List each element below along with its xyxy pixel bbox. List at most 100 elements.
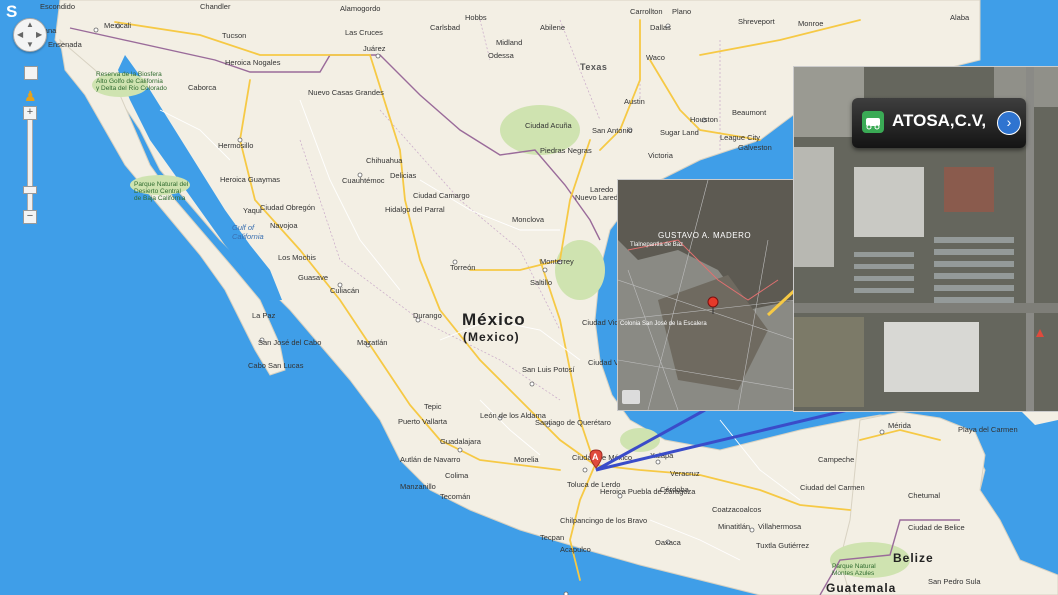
city-label-san-jose-cabo: San José del Cabo xyxy=(258,338,321,347)
pan-right-icon[interactable]: ▶ xyxy=(36,30,43,39)
satellite-inset[interactable]: ATOSA,C.V, › xyxy=(793,66,1058,412)
city-label-chilpancingo: Chilpancingo de los Bravo xyxy=(560,516,647,525)
zoom-in-button[interactable]: + xyxy=(23,106,37,120)
chevron-right-icon[interactable]: › xyxy=(997,111,1021,135)
city-label-delicias: Delicias xyxy=(390,171,417,180)
city-label-juarez: Juárez xyxy=(363,44,386,53)
city-label-nuevo-casas-grandes: Nuevo Casas Grandes xyxy=(308,88,384,97)
park-label-montes-azules: Parque Natural Montes Azules xyxy=(832,563,878,577)
zoom-out-button[interactable]: − xyxy=(23,210,37,224)
city-label-piedras-negras: Piedras Negras xyxy=(540,146,592,155)
marker-letter: A xyxy=(592,452,599,462)
park-label-desierto: Parque Natural del Desierto Central de B… xyxy=(134,181,190,202)
map-corner-label: S xyxy=(6,2,17,21)
city-label-galveston: Galveston xyxy=(738,143,772,152)
city-label-cabo-san-lucas: Cabo San Lucas xyxy=(248,361,304,370)
green-area xyxy=(92,73,148,97)
location-marker[interactable]: A xyxy=(589,449,603,469)
aerial-inset-sub-0: Tlalnepantla de Baz xyxy=(630,242,683,248)
city-label-houston: Houston xyxy=(690,115,718,124)
city-label-plano: Plano xyxy=(672,7,691,16)
pan-up-icon[interactable]: ▲ xyxy=(26,20,34,29)
city-label-coatzacoalcos: Coatzacoalcos xyxy=(712,505,761,514)
city-label-tuxtla: Tuxtla Gutiérrez xyxy=(756,541,809,550)
city-label-hobbs: Hobbs xyxy=(465,13,487,22)
city-label-ensenada: Ensenada xyxy=(48,40,83,49)
place-tooltip-title: ATOSA,C.V, xyxy=(892,111,987,130)
city-label-merida: Mérida xyxy=(888,421,912,430)
pan-control[interactable]: ▲ ▼ ◀ ▶ xyxy=(13,18,47,52)
city-label-carlsbad: Carlsbad xyxy=(430,23,460,32)
city-label-beaumont: Beaumont xyxy=(732,108,767,117)
city-label-chandler: Chandler xyxy=(200,2,231,11)
zoom-slider-handle[interactable] xyxy=(23,186,37,194)
city-label-manzanillo: Manzanillo xyxy=(400,482,436,491)
city-label-nuevo-laredo: Nuevo Laredo xyxy=(575,193,622,202)
city-label-abilene: Abilene xyxy=(540,23,565,32)
city-label-tepic: Tepic xyxy=(424,402,442,411)
city-label-leon: León de los Aldama xyxy=(480,411,547,420)
park-label-biosfera: Reserva de la Biosfera Alto Golfo de Cal… xyxy=(96,71,167,92)
car-icon xyxy=(862,111,884,133)
city-label-tecpan: Tecpan xyxy=(540,533,564,542)
city-label-san-luis-potosi: San Luis Potosí xyxy=(522,365,575,374)
city-label-monclova: Monclova xyxy=(512,215,545,224)
city-label-ciudad-valles: Ciudad Valles xyxy=(588,358,634,367)
pegman-icon[interactable]: ♟ xyxy=(24,88,37,104)
green-area xyxy=(500,105,580,155)
city-label-minatitlan: Minatitlán xyxy=(718,522,750,531)
country-label-mexico-alt: (Mexico) xyxy=(463,330,520,344)
city-label-midland: Midland xyxy=(496,38,522,47)
city-label-chihuahua: Chihuahua xyxy=(366,156,403,165)
city-label-torreon: Torreón xyxy=(450,263,475,272)
water-label-line: Gulf of xyxy=(232,223,255,232)
country-label-belize: Belize xyxy=(893,551,934,565)
border-us-mexico xyxy=(69,27,601,241)
city-label-victoria: Victoria xyxy=(648,151,674,160)
minor-roads xyxy=(159,99,801,561)
aerial-inset-image: GUSTAVO A. MADERO Tlalnepantla de Baz Co… xyxy=(618,180,795,410)
border-guatemala xyxy=(819,519,960,595)
aerial-inset[interactable]: GUSTAVO A. MADERO Tlalnepantla de Baz Co… xyxy=(617,179,796,411)
city-label-puerto-vallarta: Puerto Vallarta xyxy=(398,417,448,426)
city-label-shreveport: Shreveport xyxy=(738,17,776,26)
country-label-mexico: México xyxy=(462,310,526,329)
city-label-yaqui: Yaqui xyxy=(243,206,262,215)
city-label-tucson: Tucson xyxy=(222,31,246,40)
city-label-league-city: League City xyxy=(720,133,760,142)
city-label-ciudad-victoria: Ciudad Victoria xyxy=(582,318,634,327)
city-label-queretaro: Santiago de Querétaro xyxy=(535,418,611,427)
city-label-acuna: Ciudad Acuña xyxy=(525,121,573,130)
city-label-mexicali: Mexicali xyxy=(104,21,131,30)
city-label-oaxaca: Oaxaca xyxy=(655,538,682,547)
gulf-of-california xyxy=(118,55,282,300)
city-label-carrollton: Carrollton xyxy=(630,7,663,16)
city-label-sugar-land: Sugar Land xyxy=(660,128,699,137)
city-label-guasave: Guasave xyxy=(298,273,328,282)
city-label-morelia: Morelia xyxy=(514,455,539,464)
landmass-baja xyxy=(59,38,286,376)
city-label-alamogordo: Alamogordo xyxy=(340,4,380,13)
city-label-obregon: Ciudad Obregón xyxy=(260,203,315,212)
city-label-culiacan: Culiacán xyxy=(330,286,359,295)
city-label-austin: Austin xyxy=(624,97,645,106)
city-label-navojoa: Navojoa xyxy=(270,221,298,230)
water-label-line: California xyxy=(232,232,264,241)
aerial-inset-sub-1: Colonia San José de la Escalera xyxy=(620,321,707,327)
place-tooltip[interactable]: ATOSA,C.V, › xyxy=(852,98,1026,148)
city-label-caborca: Caborca xyxy=(188,83,217,92)
water-label-gulf-california: Gulf of California xyxy=(232,223,264,241)
city-label-monterrey: Monterrey xyxy=(540,257,574,266)
zoom-slider-track[interactable] xyxy=(27,110,33,222)
aerial-inset-title: GUSTAVO A. MADERO xyxy=(658,231,751,240)
city-label-toluca: Toluca de Lerdo xyxy=(567,480,620,489)
city-label-chetumal: Chetumal xyxy=(908,491,940,500)
city-label-campeche: Campeche xyxy=(818,455,854,464)
city-label-escondido: Escondido xyxy=(40,2,75,11)
pan-left-icon[interactable]: ◀ xyxy=(17,30,24,39)
map-type-icon[interactable] xyxy=(24,66,38,80)
green-area xyxy=(555,240,605,300)
pan-down-icon[interactable]: ▼ xyxy=(26,40,34,49)
city-label-parral: Hidalgo del Parral xyxy=(385,205,445,214)
